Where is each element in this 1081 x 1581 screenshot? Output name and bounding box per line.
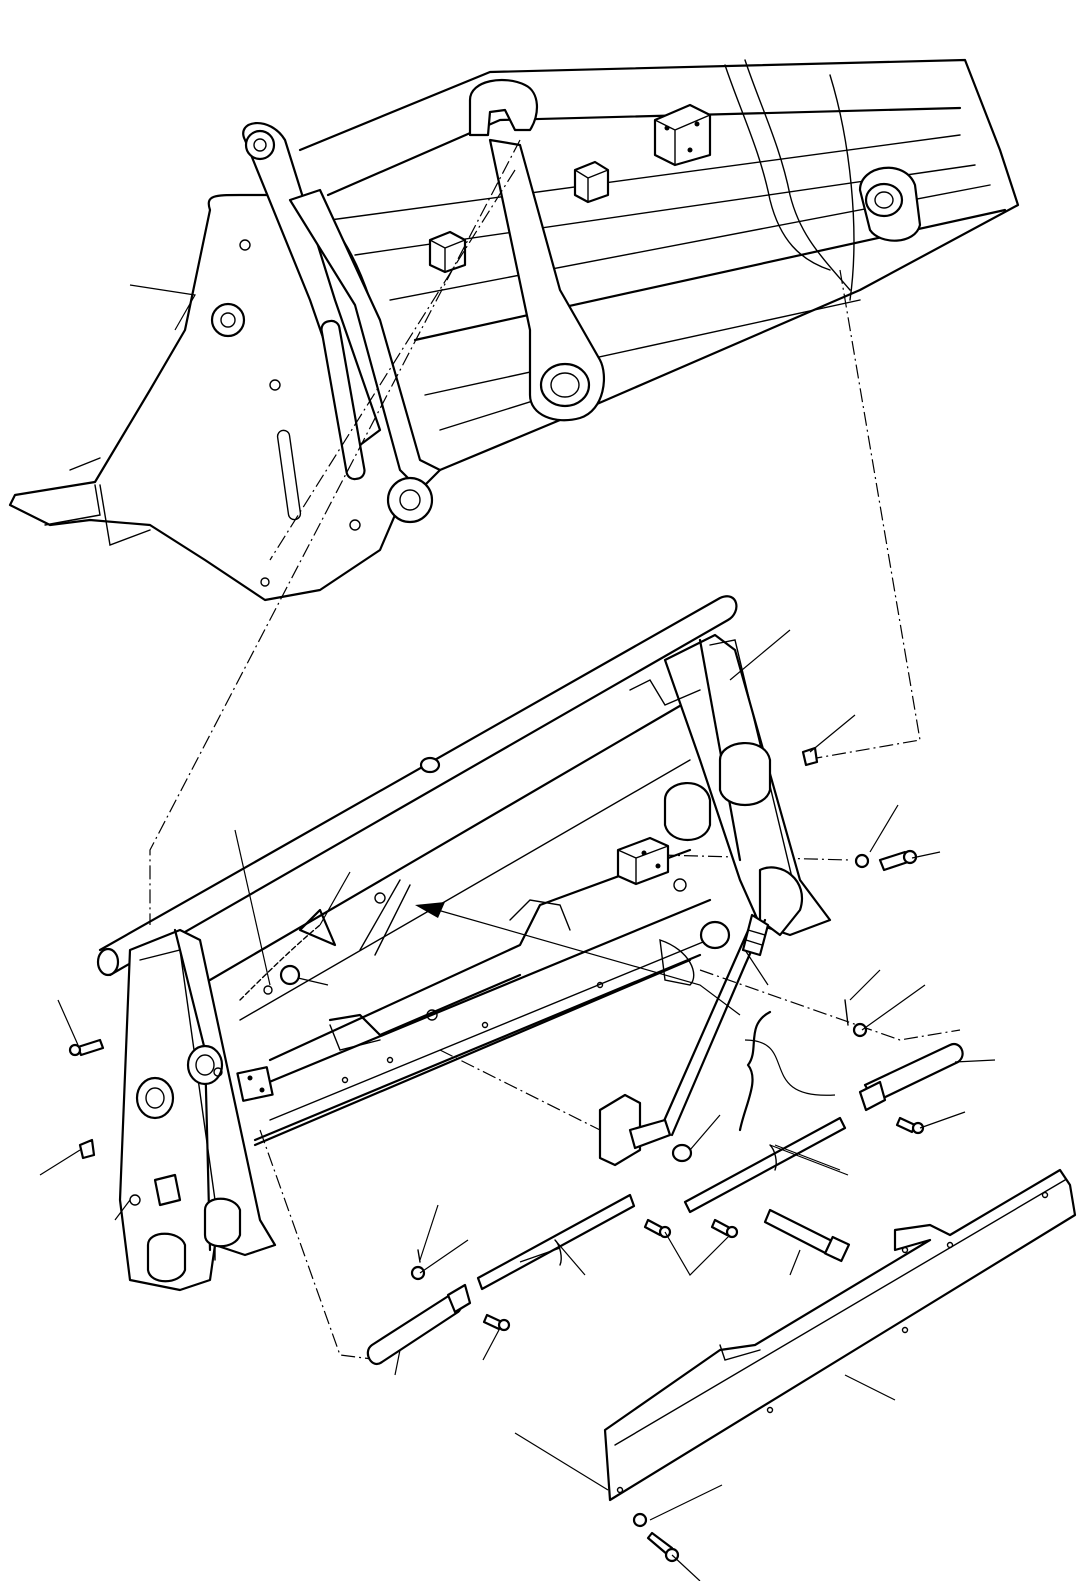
locking-pins: [366, 1042, 964, 1365]
cover-plate: [603, 1168, 1077, 1502]
quick-coupler-frame: [96, 595, 832, 1292]
washers: [410, 853, 870, 1528]
linkage-rods: [476, 1116, 847, 1291]
bucket: [8, 58, 1020, 602]
callout-leaders: [39, 629, 996, 1581]
bolts: [68, 849, 925, 1563]
alignment-lines: [149, 139, 961, 1361]
locking-lever: [415, 902, 770, 1167]
retaining-chain: [239, 879, 411, 1001]
grease-nipples: [78, 746, 849, 1263]
